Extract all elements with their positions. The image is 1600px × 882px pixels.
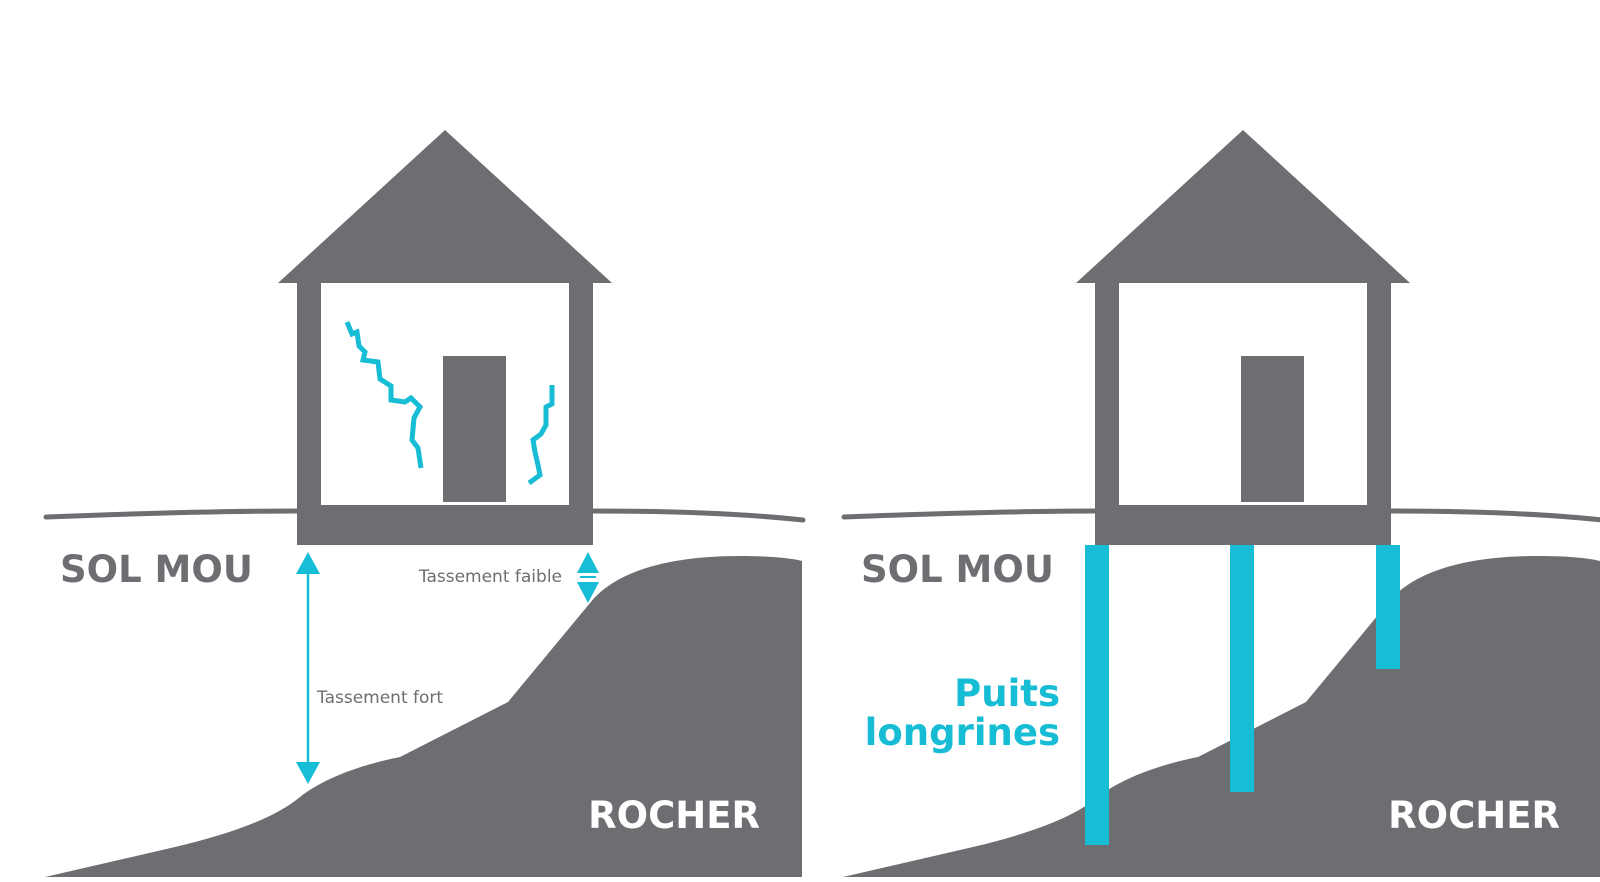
weak-settlement-label: Tassement faible <box>418 567 562 587</box>
right-rock-layer <box>843 556 1600 877</box>
left-rock-layer <box>45 556 802 877</box>
pile-left <box>1085 545 1109 845</box>
right-house-roof <box>1076 130 1410 283</box>
right-rock-label: ROCHER <box>1388 794 1560 837</box>
left-soil-label: SOL MOU <box>60 548 253 591</box>
left-house-floor-slab <box>297 505 593 545</box>
right-house-door <box>1241 356 1304 502</box>
left-rock-label: ROCHER <box>588 794 760 837</box>
left-house-roof <box>278 130 612 283</box>
left-crack-1 <box>344 321 424 469</box>
pile-right <box>1376 545 1400 669</box>
right-soil-label: SOL MOU <box>861 548 1054 591</box>
right-house-floor-slab <box>1095 505 1391 545</box>
strong-settlement-label: Tassement fort <box>316 688 443 708</box>
right-house-wall-right <box>1367 283 1391 545</box>
piles-label-line1: Puits <box>954 672 1060 715</box>
strong-settlement-arrow <box>296 552 320 784</box>
foundation-piles <box>1085 545 1400 845</box>
piles-label-line2: longrines <box>865 711 1060 754</box>
left-panel: SOL MOU ROCHER Tassement fort Tassement … <box>43 130 806 877</box>
pile-middle <box>1230 545 1254 792</box>
left-house-door <box>443 356 506 502</box>
weak-settlement-arrow <box>577 552 599 603</box>
left-house-wall-right <box>569 283 593 545</box>
left-house <box>278 130 612 545</box>
left-house-wall-left <box>297 283 321 545</box>
left-crack-2 <box>527 385 555 486</box>
right-house <box>1076 130 1410 545</box>
right-house-wall-left <box>1095 283 1119 545</box>
right-panel: SOL MOU ROCHER Puits longrines <box>841 130 1600 877</box>
